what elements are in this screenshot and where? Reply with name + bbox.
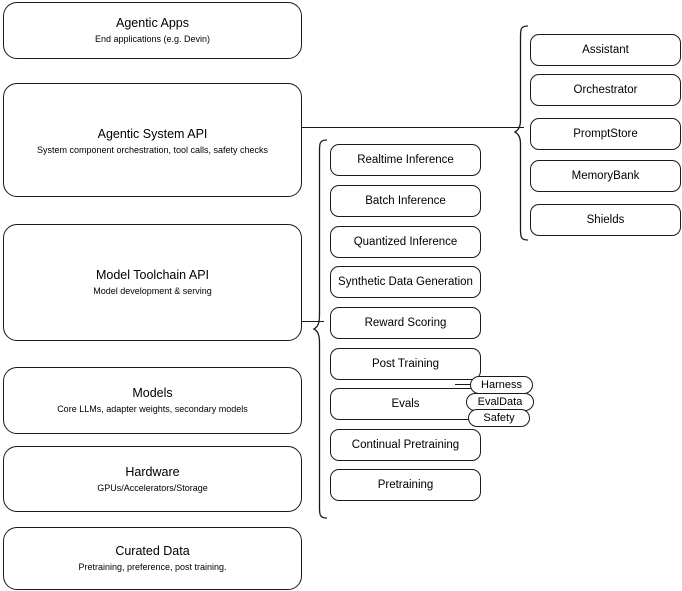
stack-layer-agentic-system-api[interactable]: Agentic System API System component orch… [3, 83, 302, 197]
system-component-promptstore[interactable]: PromptStore [530, 118, 681, 150]
toolchain-component-batch-inference[interactable]: Batch Inference [330, 185, 481, 217]
toolchain-component-quantized-inference[interactable]: Quantized Inference [330, 226, 481, 258]
chip-label: Assistant [582, 44, 629, 56]
chip-label: Orchestrator [573, 84, 638, 96]
brace-system-components [514, 25, 529, 241]
layer-subtitle: System component orchestration, tool cal… [36, 145, 269, 155]
pill-label: EvalData [477, 395, 523, 408]
toolchain-component-reward-scoring[interactable]: Reward Scoring [330, 307, 481, 339]
system-component-shields[interactable]: Shields [530, 204, 681, 236]
layer-subtitle: GPUs/Accelerators/Storage [97, 482, 208, 493]
layer-title: Curated Data [115, 544, 190, 558]
chip-label: Quantized Inference [353, 236, 458, 248]
layer-title: Agentic Apps [116, 16, 189, 30]
layer-subtitle: Pretraining, preference, post training. [78, 562, 227, 572]
toolchain-component-post-training[interactable]: Post Training [330, 348, 481, 380]
system-component-memorybank[interactable]: MemoryBank [530, 160, 681, 192]
chip-label: Post Training [371, 358, 440, 370]
layer-title: Hardware [125, 464, 180, 479]
evals-tag-evaldata[interactable]: EvalData [466, 393, 534, 411]
system-component-orchestrator[interactable]: Orchestrator [530, 74, 681, 106]
chip-label: MemoryBank [571, 170, 640, 182]
stack-layer-agentic-apps[interactable]: Agentic Apps End applications (e.g. Devi… [3, 2, 302, 59]
chip-label: Continual Pretraining [351, 439, 460, 451]
evals-tag-harness[interactable]: Harness [470, 376, 533, 394]
toolchain-component-pretraining[interactable]: Pretraining [330, 469, 481, 501]
stack-layer-model-toolchain-api[interactable]: Model Toolchain API Model development & … [3, 224, 302, 341]
connector-evals-to-harness [455, 384, 477, 386]
pill-label: Safety [483, 411, 515, 424]
system-component-assistant[interactable]: Assistant [530, 34, 681, 66]
layer-subtitle: Core LLMs, adapter weights, secondary mo… [57, 404, 248, 414]
layer-title: Models [132, 386, 173, 400]
toolchain-component-continual-pretraining[interactable]: Continual Pretraining [330, 429, 481, 461]
toolchain-component-realtime-inference[interactable]: Realtime Inference [330, 144, 481, 176]
layer-subtitle: End applications (e.g. Devin) [94, 34, 211, 44]
chip-label: Shields [586, 214, 625, 226]
chip-label: Evals [391, 398, 420, 410]
chip-label: Pretraining [377, 479, 434, 491]
layer-title: Model Toolchain API [95, 268, 210, 282]
chip-label: Batch Inference [365, 195, 446, 207]
connector-system-api-to-brace [302, 127, 524, 129]
chip-label: PromptStore [573, 128, 638, 140]
layer-title: Agentic System API [97, 127, 208, 141]
pill-label: Harness [481, 378, 522, 391]
toolchain-component-evals[interactable]: Evals [330, 388, 481, 420]
layer-subtitle: Model development & serving [93, 286, 212, 296]
evals-tag-safety[interactable]: Safety [468, 409, 530, 427]
connector-toolchain-api-to-brace [302, 321, 324, 323]
chip-label: Reward Scoring [364, 317, 447, 329]
stack-layer-hardware[interactable]: Hardware GPUs/Accelerators/Storage [3, 446, 302, 512]
toolchain-component-synthetic-data-generation[interactable]: Synthetic Data Generation [330, 266, 481, 298]
stack-layer-models[interactable]: Models Core LLMs, adapter weights, secon… [3, 367, 302, 434]
stack-layer-curated-data[interactable]: Curated Data Pretraining, preference, po… [3, 527, 302, 590]
chip-label: Realtime Inference [357, 154, 454, 166]
chip-label: Synthetic Data Generation [338, 276, 473, 288]
brace-toolchain-components [313, 139, 328, 519]
